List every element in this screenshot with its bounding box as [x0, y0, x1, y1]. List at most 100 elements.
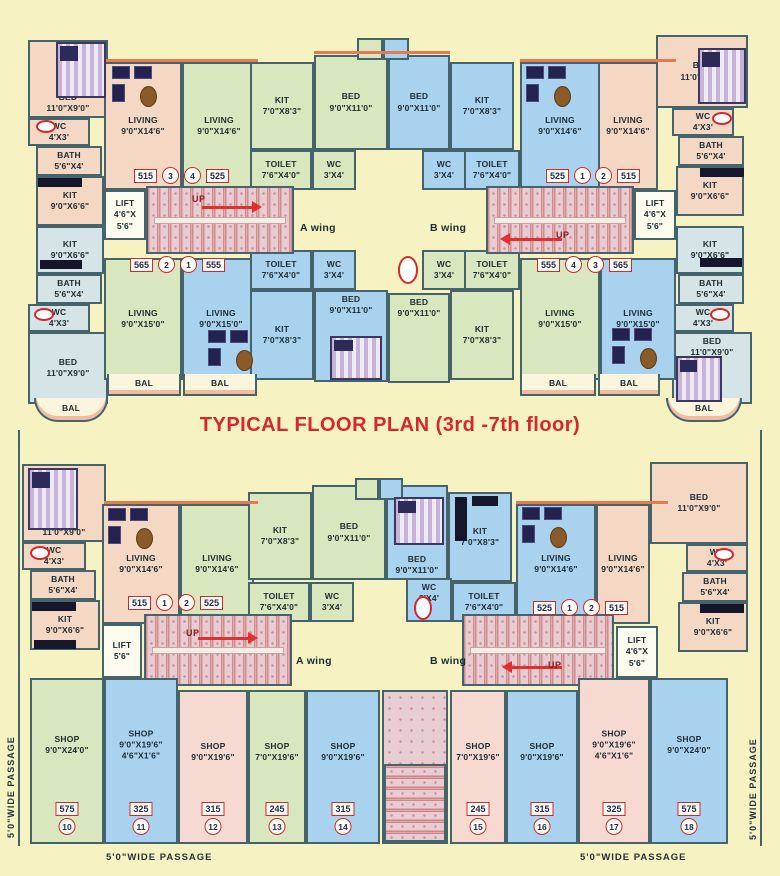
sofa-set [520, 507, 584, 553]
room-label: BED [689, 491, 709, 502]
area-badge: 565 [609, 257, 633, 272]
kitchen-counter [472, 496, 498, 506]
sofa-block [526, 66, 544, 79]
room-label: 9'0"X14'6" [197, 126, 241, 136]
room-label: 9'0"X19'6" [119, 739, 163, 750]
area-badge: 515 [605, 600, 629, 615]
room-label: LIVING [206, 307, 236, 318]
room-label: WC [695, 110, 711, 121]
room-label: BATH [699, 139, 723, 150]
room-label: TOILET [476, 158, 508, 169]
room-label: 9'0"X15'0" [121, 319, 165, 329]
room-label: KIT [274, 94, 290, 105]
room-label: 5'6" [113, 651, 131, 661]
room-label: 9'0"X6'6" [693, 627, 733, 637]
sofa-set [524, 66, 588, 114]
room-label: BED [341, 91, 361, 102]
room-label: TOILET [263, 590, 295, 601]
room-label: BAL [619, 378, 639, 389]
duct [357, 38, 383, 60]
room-label: 9'0"X6'6" [50, 201, 90, 211]
room-label: BATH [57, 277, 81, 288]
room-label: LIFT [627, 635, 647, 646]
room-label: LIVING [128, 114, 158, 125]
room-label: 4'6"X [113, 209, 137, 220]
stair-landing [153, 217, 287, 225]
shop-number-badge: 16 [533, 818, 551, 835]
room-label: 3'X4' [321, 602, 343, 612]
room-label: TOILET [265, 158, 297, 169]
wall-accent [520, 59, 676, 62]
staircase [486, 186, 634, 254]
staircase [146, 186, 294, 254]
room-label: 5'6" [116, 220, 134, 231]
room-label: 7'0"X8'3" [262, 106, 302, 116]
room-label: 9'0"X11'0" [395, 564, 439, 575]
flat-number-badge: 4 [565, 256, 583, 273]
room-label: 11'0"X9'0" [690, 347, 734, 358]
wall-accent [314, 51, 450, 54]
room-label: 9'0"X14'6" [538, 126, 582, 136]
stair-landing [469, 647, 607, 655]
room-label: KIT [474, 323, 490, 334]
sofa-block [544, 507, 562, 520]
room-label: 9'0"X11'0" [397, 308, 441, 319]
room-label: 4'6"X1'6" [594, 750, 634, 761]
sofa-block [208, 330, 226, 343]
flat-number-badge: 1 [156, 594, 174, 611]
staircase [384, 764, 446, 842]
room-label: TOILET [476, 258, 508, 269]
room-label: TOILET [468, 590, 500, 601]
room-label: 7'6"X4'0" [259, 602, 299, 612]
sofa-block [130, 508, 148, 521]
area-badge: 525 [546, 168, 570, 183]
room-label: SHOP [200, 740, 226, 751]
room-label: BAL [548, 378, 568, 389]
room-label: LIVING [613, 114, 643, 125]
room-label: SHOP [601, 728, 627, 739]
room-label: LIVING [545, 307, 575, 318]
wall-accent [104, 59, 258, 62]
room-label: WC [51, 306, 67, 317]
sofa-block [526, 84, 539, 102]
stair-landing [493, 217, 627, 225]
room-label: 7'0"X8'3" [262, 335, 302, 345]
passage-right-label: 5'0"WIDE PASSAGE [748, 738, 758, 840]
room-label: KIT [702, 238, 718, 249]
wall-accent [104, 501, 258, 504]
sofa-block [112, 66, 130, 79]
room-label: KIT [474, 94, 490, 105]
toilet-fixture [36, 120, 56, 133]
room-label: 5'6"X4' [696, 289, 726, 299]
toilet-fixture [712, 112, 732, 125]
room-label: 4'X3' [43, 556, 65, 566]
room-label: WC [436, 158, 452, 169]
area-badge: 325 [129, 802, 153, 816]
room-label: 7'0"X8'3" [460, 537, 500, 547]
flat-number-badge: 2 [158, 256, 176, 273]
room-label: 7'6"X4'0" [472, 270, 512, 280]
sofa-block [522, 525, 535, 543]
kitchen-counter [34, 640, 76, 649]
